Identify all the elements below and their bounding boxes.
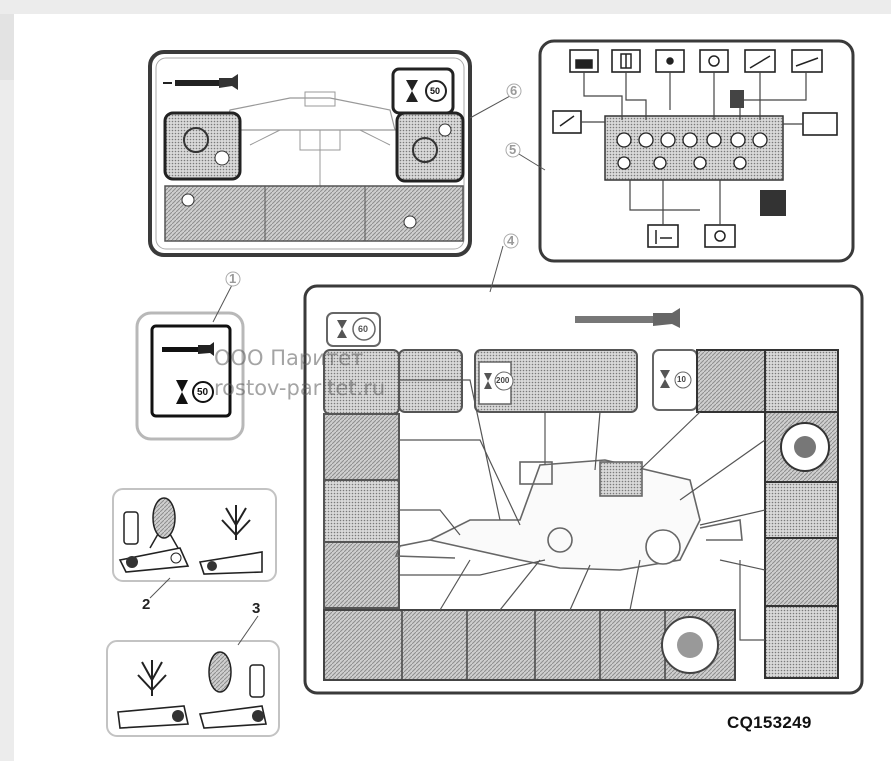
grease-gun-icon <box>575 308 680 328</box>
corn-cob-icon <box>149 497 179 549</box>
callout-1: 1 <box>229 271 237 286</box>
hydraulic-valve-icon <box>604 90 786 216</box>
decal-2 <box>112 488 277 582</box>
wrench-icon <box>559 115 575 127</box>
decal-3 <box>106 640 280 737</box>
wheat-icon <box>221 505 251 540</box>
decal-4 <box>303 284 864 695</box>
grease-gun-icon <box>162 342 214 356</box>
callout-6: 6 <box>510 83 518 98</box>
document-id: CQ153249 <box>727 713 812 732</box>
decal-6 <box>148 50 472 257</box>
callout-3: 3 <box>252 600 261 617</box>
decal-1 <box>135 311 245 441</box>
interval-tag-50-decal-6: 50 <box>430 86 441 96</box>
decal-5 <box>538 39 855 263</box>
hourglass-icon <box>176 380 188 404</box>
interval-tag-60: 60 <box>358 324 369 334</box>
interval-tag-200: 200 <box>496 376 510 385</box>
wheat-icon <box>137 660 167 696</box>
callout-4: 4 <box>507 233 515 248</box>
left-edge-strip <box>0 14 14 80</box>
interval-tag-50-decal-1: 50 <box>197 387 209 398</box>
hourglass-icon <box>406 80 418 102</box>
corn-cob-icon <box>208 651 232 693</box>
grease-gun-icon <box>163 74 238 90</box>
callout-5: 5 <box>509 142 517 157</box>
interval-tag-10: 10 <box>677 375 686 384</box>
callout-2: 2 <box>142 596 151 613</box>
